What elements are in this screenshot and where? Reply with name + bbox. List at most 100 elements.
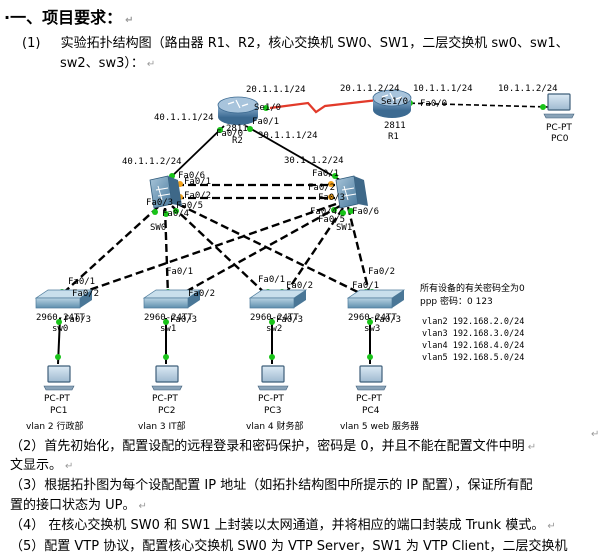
links (57, 98, 549, 365)
paragraph-mark: ↵ (125, 15, 134, 26)
port-up-dot (163, 211, 169, 217)
port-label: Fa0/4 (310, 207, 337, 217)
sw3-access-name-label: sw3 (364, 324, 380, 334)
pc-pc3[interactable]: PC-PT PC3 vlan 4 财务部 (246, 365, 304, 432)
port-up-dot (247, 126, 253, 132)
port-label: Fa0/2 (72, 289, 99, 299)
access-switch-sw2[interactable]: 2960-24TT sw2 (248, 289, 308, 334)
port-up-dot (540, 104, 546, 110)
port-label: Fa0/3 (146, 198, 173, 208)
port-label: Fa0/2 (184, 191, 211, 201)
requirement-1-line-2: sw2、sw3）：↵ (60, 55, 155, 73)
port-up-dot (173, 208, 179, 214)
pc4-type-label: PC-PT (356, 394, 382, 404)
core-switch-sw0[interactable]: SW0 (149, 175, 182, 233)
port-up-dot (332, 173, 338, 179)
link-sw1-sw2a (283, 207, 344, 297)
port-up-dot (348, 208, 354, 214)
pc2-type-label: PC-PT (152, 394, 178, 404)
pc4-vlan-caption: vlan 5 web 服务器 (340, 420, 419, 432)
pc-pc0[interactable]: PC-PT PC0 (543, 93, 575, 144)
pc2-name-label: PC2 (158, 406, 175, 416)
port-label: Fa0/1 (184, 177, 211, 187)
ip-label: 10.1.1.1/24 (413, 84, 473, 94)
r1-model-label: 2811 (384, 121, 406, 131)
sw2-access-name-label: sw2 (266, 324, 282, 334)
sw0-access-model-label: 2960-24TT (36, 313, 85, 323)
requirement-1-text-line-2: sw2、sw3）： (60, 56, 144, 71)
port-wait-dot (328, 194, 334, 200)
router-r2[interactable]: 2811 R2 (217, 96, 259, 146)
requirement-1-number: (1) (22, 36, 41, 51)
requirement-4-line-1: （4） 在核心交换机 SW0 和 SW1 上封装以太网通道，并将相应的端口封装成… (10, 517, 556, 535)
requirement-3-line-2: 置的接口状态为 UP。↵ (10, 497, 147, 515)
link-r2-sw0 (167, 125, 225, 181)
pc-pc4[interactable]: PC-PT PC4 vlan 5 web 服务器 (340, 365, 419, 432)
pc1-type-label: PC-PT (44, 394, 70, 404)
paragraph-mark: ↵ (547, 521, 556, 532)
requirement-5-text-line-1: （5）配置 VTP 协议，配置核心交换机 SW0 为 VTP Server，SW… (10, 539, 568, 554)
port-label: Fa0/6 (178, 171, 205, 181)
pc3-name-label: PC3 (264, 406, 281, 416)
port-up-dot (55, 354, 61, 360)
requirement-3-text-line-2: 置的接口状态为 UP。 (10, 498, 136, 513)
router-r1[interactable]: 2811 R1 (372, 89, 412, 142)
requirement-2-text-line-1: （2）首先初始化，配置设配的远程登录和密码保护，密码是 0，并且不能在配置文件中… (10, 439, 525, 454)
port-label: Fa0/2 (286, 281, 313, 291)
port-label: Fa0/5 (318, 215, 345, 225)
ip-label: 30.1.1.1/24 (258, 131, 318, 141)
requirement-5-line-1: （5）配置 VTP 协议，配置核心交换机 SW0 为 VTP Server，SW… (10, 538, 568, 555)
port-label: Fa0/6 (352, 207, 379, 217)
access-switch-sw0[interactable]: 2960-24TT sw0 (34, 289, 94, 334)
port-up-dot (163, 354, 169, 360)
ip-labels: 20.1.1.1/24 20.1.1.2/24 10.1.1.1/24 10.1… (122, 84, 558, 167)
r2-model-label: 2811 (226, 124, 248, 134)
port-label: Fa0/3 (318, 193, 345, 203)
port-up-dot (217, 127, 223, 133)
paragraph-mark: ↵ (146, 59, 156, 70)
port-wait-dot (328, 181, 334, 187)
paragraph-mark-symbol: ↵ (591, 429, 600, 440)
port-up-dot (331, 207, 337, 213)
core-switch-sw1[interactable]: SW1 (335, 175, 368, 233)
port-label: Fa0/2 (308, 183, 335, 193)
port-labels: Se1/0 Se1/0 Fa0/1 Fa0/0 Fa0/0 Fa0/1 Fa0/… (64, 97, 447, 325)
port-label: Fa0/5 (176, 201, 203, 211)
link-sw0-sw1a (163, 207, 170, 297)
pc4-name-label: PC4 (362, 406, 380, 416)
paragraph-mark: ↵ (588, 422, 599, 441)
pc-pc2[interactable]: PC-PT PC2 vlan 3 IT部 (138, 365, 186, 432)
note-ppp-password: ppp 密码：0 123 (420, 295, 493, 307)
r1-name-label: R1 (388, 132, 399, 142)
paragraph-mark: ↵ (527, 442, 537, 453)
port-label: Fa0/3 (170, 315, 197, 325)
ip-label: 20.1.1.1/24 (246, 85, 306, 95)
note-vlan-subnet: vlan2 192.168.2.0/24 (422, 317, 524, 327)
note-vlan-subnet: vlan4 192.168.4.0/24 (422, 341, 524, 351)
pc3-type-label: PC-PT (258, 394, 284, 404)
link-r2-sw1 (245, 125, 341, 181)
access-switch-sw1[interactable]: 2960-24TT sw1 (142, 289, 202, 334)
requirement-1-line-1: (1) 实验拓扑结构图（路由器 R1、R2，核心交换机 SW0、SW1，二层交换… (22, 35, 569, 52)
link-r1-pc0 (401, 102, 549, 108)
port-label: Fa0/1 (252, 117, 279, 127)
access-switch-sw3[interactable]: 2960-24TT sw3 (346, 289, 406, 334)
port-label: Se1/0 (381, 97, 408, 107)
ip-label: 20.1.1.2/24 (340, 84, 400, 94)
paragraph-mark: ↵ (138, 501, 147, 512)
port-label: Fa0/2 (188, 289, 215, 299)
requirement-3-line-1: （3）根据拓扑图为每个设配配置 IP 地址（如拓扑结构图中所提示的 IP 配置）… (10, 477, 533, 494)
requirement-4-text-line-1: （4） 在核心交换机 SW0 和 SW1 上封装以太网通道，并将相应的端口封装成… (10, 518, 545, 533)
note-vlan-subnet: vlan3 192.168.3.0/24 (422, 329, 524, 339)
requirement-2-line-1: （2）首先初始化，配置设配的远程登录和密码保护，密码是 0，并且不能在配置文件中… (10, 438, 536, 456)
port-up-dot (340, 210, 346, 216)
pc-pc1[interactable]: PC-PT PC1 vlan 2 行政部 (26, 365, 84, 432)
link-sw0-sw2a (171, 205, 269, 297)
port-label: Fa0/0 (216, 129, 243, 139)
pc0-type-label: PC-PT (546, 123, 572, 133)
sw2-access-model-label: 2960-24TT (250, 313, 299, 323)
port-label: Fa0/1 (352, 281, 379, 291)
port-label: Fa0/1 (312, 169, 339, 179)
sw1-access-model-label: 2960-24TT (144, 313, 193, 323)
